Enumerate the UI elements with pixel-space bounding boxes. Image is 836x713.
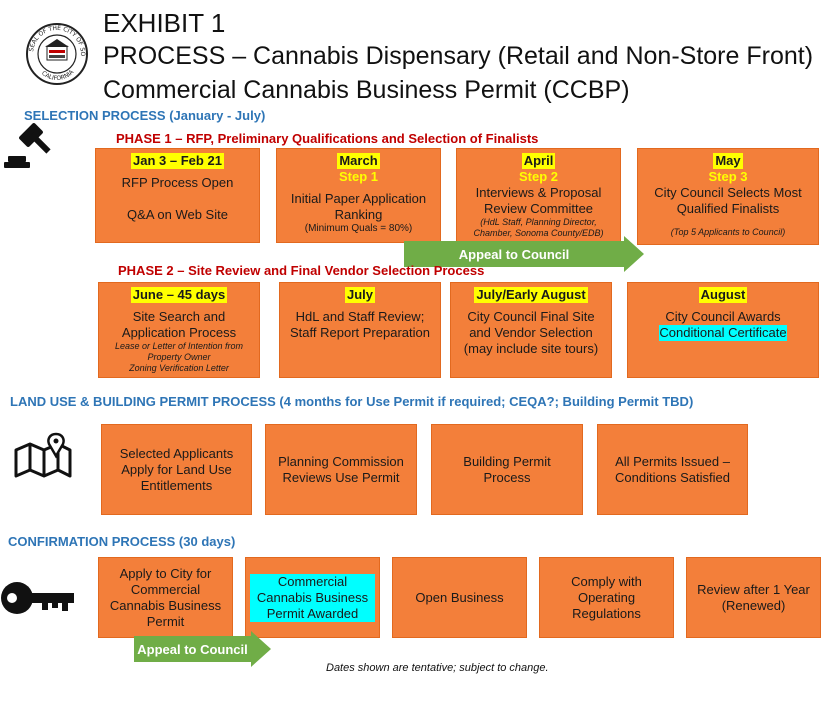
confirmation-box-open: Open Business (392, 557, 527, 638)
appeal-arrow-confirmation: Appeal to Council (134, 631, 271, 667)
confirmation-heading: CONFIRMATION PROCESS (30 days) (8, 534, 236, 549)
date-badge: Jan 3 – Feb 21 (131, 153, 224, 169)
confirmation-box-comply: Comply with Operating Regulations (539, 557, 674, 638)
confirmation-box-review: Review after 1 Year (Renewed) (686, 557, 821, 638)
appeal-label: Appeal to Council (134, 636, 251, 662)
confirmation-box-apply: Apply to City for Commercial Cannabis Bu… (98, 557, 233, 638)
box-note: (Top 5 Applicants to Council) (670, 227, 786, 237)
step-label: Step 3 (708, 169, 748, 184)
box-text: Initial Paper Application Ranking (290, 191, 427, 222)
box-text: HdL and Staff Review; Staff Report Prepa… (290, 309, 430, 340)
exhibit-title: EXHIBIT 1 (103, 8, 226, 38)
phase1-box-step2: April Step 2 Interviews & Proposal Revie… (456, 148, 621, 243)
permit-title: Commercial Cannabis Business Permit (CCB… (103, 76, 630, 104)
box-text: Review after 1 Year (Renewed) (697, 581, 810, 613)
date-badge: March (337, 153, 380, 169)
map-pin-icon (12, 432, 74, 480)
box-text: City Council Final Site and Vendor Selec… (463, 309, 599, 356)
date-badge: April (521, 153, 556, 169)
appeal-label: Appeal to Council (404, 241, 624, 267)
box-text: Planning Commission Reviews Use Permit (278, 453, 404, 485)
box-text: Building Permit Process (463, 453, 551, 485)
date-badge: May (713, 153, 743, 169)
gavel-icon (2, 122, 56, 174)
box-note: (HdL Staff, Planning Director, Chamber, … (473, 217, 604, 238)
land-use-box-planning: Planning Commission Reviews Use Permit (265, 424, 417, 515)
phase1-box-rfp: Jan 3 – Feb 21 RFP Process Open Q&A on W… (95, 148, 260, 243)
box-note: (Minimum Quals = 80%) (304, 223, 413, 234)
box-text: Apply to City for Commercial Cannabis Bu… (109, 565, 222, 629)
selection-heading: SELECTION PROCESS (January - July) (24, 108, 266, 123)
step-label: Step 2 (518, 169, 558, 184)
date-badge: July (344, 287, 375, 303)
box-text: Selected Applicants Apply for Land Use E… (119, 445, 234, 493)
land-use-heading: LAND USE & BUILDING PERMIT PROCESS (4 mo… (10, 394, 694, 409)
phase1-heading: PHASE 1 – RFP, Preliminary Qualification… (116, 131, 539, 146)
date-badge: June – 45 days (130, 287, 228, 303)
permit-awarded-text: Commercial Cannabis Business Permit Awar… (250, 573, 375, 622)
phase1-box-step1: March Step 1 Initial Paper Application R… (276, 148, 441, 243)
box-text: RFP Process Open (121, 175, 234, 190)
box-text: City Council Awards (665, 309, 781, 324)
process-title: PROCESS – Cannabis Dispensary (Retail an… (103, 42, 814, 70)
key-icon (0, 578, 78, 618)
phase1-box-step3: May Step 3 City Council Selects Most Qua… (637, 148, 819, 245)
box-text: Comply with Operating Regulations (571, 573, 642, 621)
conditional-certificate: Conditional Certificate (659, 325, 787, 341)
land-use-box-building: Building Permit Process (431, 424, 583, 515)
box-text: City Council Selects Most Qualified Fina… (654, 185, 802, 216)
phase2-box-july: July HdL and Staff Review; Staff Report … (279, 282, 441, 378)
appeal-arrow-phase1: Appeal to Council (404, 236, 644, 272)
box-note: Zoning Verification Letter (129, 363, 229, 373)
step-label: Step 1 (338, 169, 378, 184)
box-text: Site Search and Application Process (121, 309, 237, 340)
phase2-box-august: August City Council Awards Conditional C… (627, 282, 819, 378)
footnote: Dates shown are tentative; subject to ch… (326, 662, 549, 674)
box-note: Lease or Letter of Intention from (114, 341, 244, 351)
date-badge: August (698, 287, 748, 303)
date-badge: July/Early August (474, 287, 588, 303)
box-text: All Permits Issued – Conditions Satisfie… (615, 453, 730, 485)
phase2-box-early-august: July/Early August City Council Final Sit… (450, 282, 612, 378)
phase2-heading: PHASE 2 – Site Review and Final Vendor S… (118, 263, 485, 278)
box-note: Property Owner (147, 352, 211, 362)
box-text: Q&A on Web Site (127, 207, 228, 222)
confirmation-box-awarded: Commercial Cannabis Business Permit Awar… (245, 557, 380, 638)
box-text: Open Business (415, 589, 504, 605)
box-text: Interviews & Proposal Review Committee (475, 185, 602, 216)
land-use-box-permits-issued: All Permits Issued – Conditions Satisfie… (597, 424, 748, 515)
city-seal: SEAL OF THE CITY OF SONOMA CALIFORNIA (22, 17, 89, 86)
phase2-box-june: June – 45 days Site Search and Applicati… (98, 282, 260, 378)
land-use-box-apply: Selected Applicants Apply for Land Use E… (101, 424, 252, 515)
